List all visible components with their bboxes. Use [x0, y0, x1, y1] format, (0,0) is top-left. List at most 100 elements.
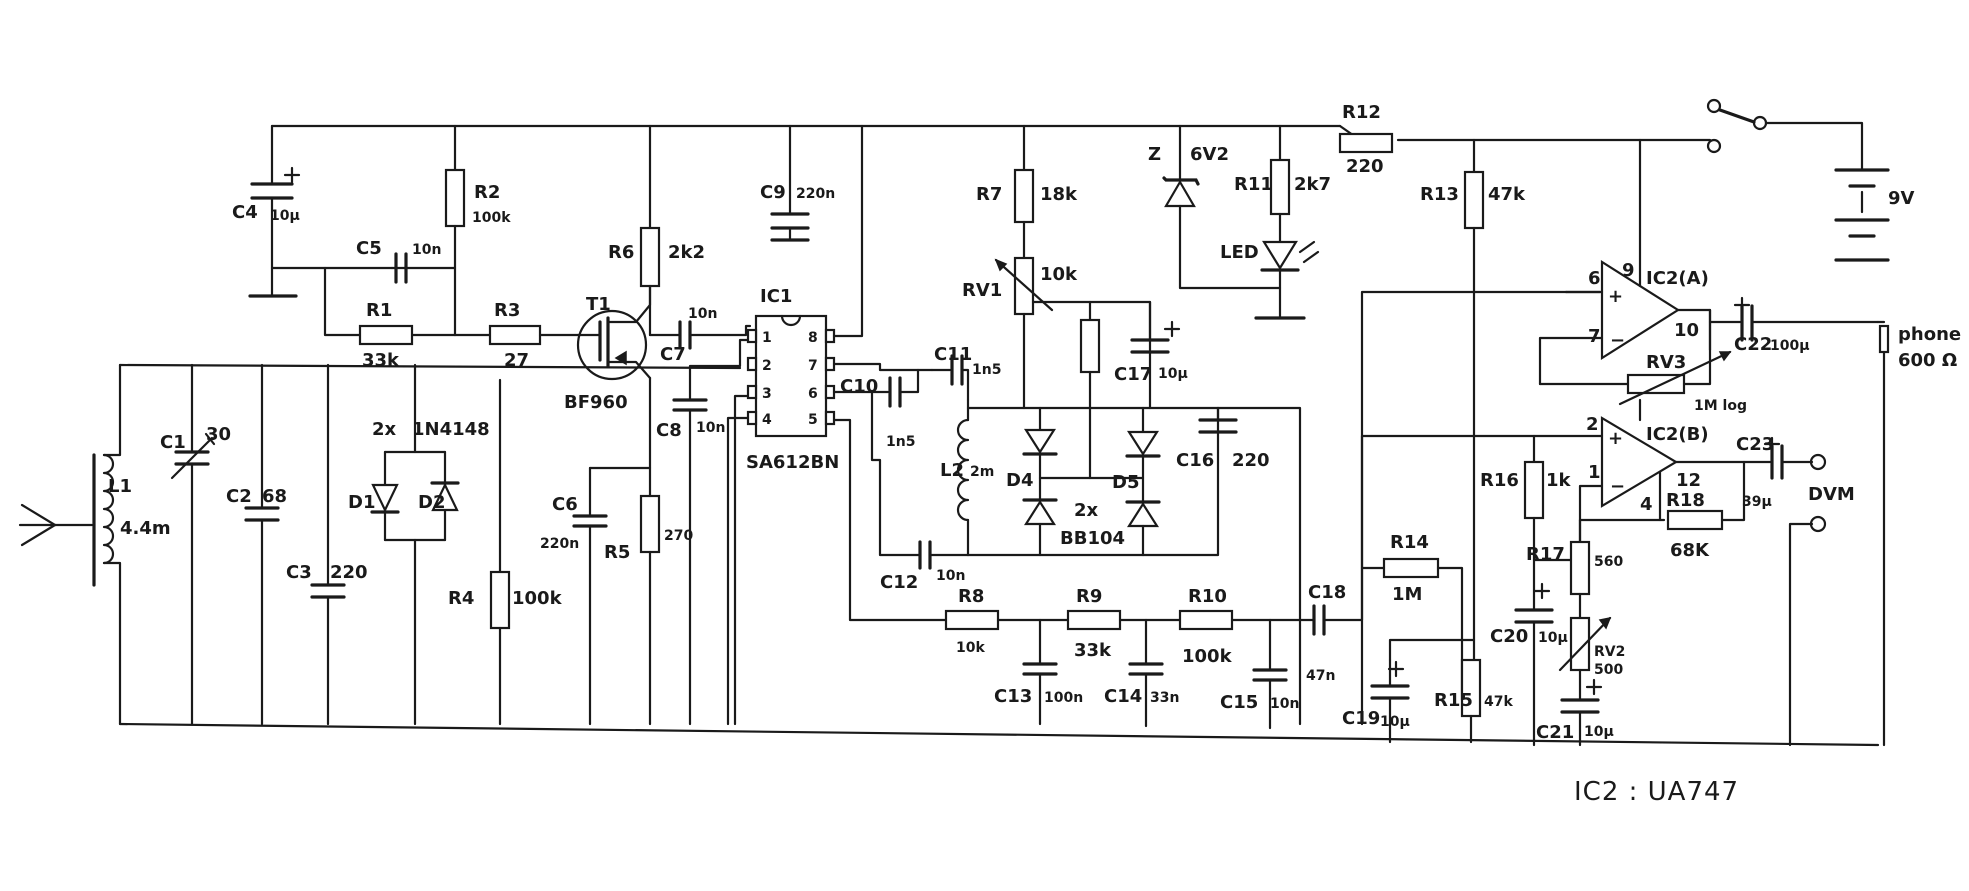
label-c14-value: 33n: [1150, 690, 1179, 706]
label-c11-value: 1n5: [972, 362, 1001, 378]
ic1-pin4-wire: [726, 416, 752, 726]
resistor-r4: [489, 378, 511, 726]
varicap-d4: [1022, 406, 1058, 557]
capacitor-c12: [918, 540, 970, 570]
label-c22: C22: [1734, 334, 1772, 355]
label-r9: R9: [1076, 586, 1102, 607]
label-r12: R12: [1342, 102, 1381, 123]
label-r6-value: 2k2: [668, 242, 705, 263]
label-phone: phone: [1898, 324, 1961, 345]
label-c6-value: 220n: [540, 536, 579, 552]
dvm-terminals: [1788, 453, 1827, 747]
label-r17: R17: [1526, 544, 1565, 565]
capacitor-c6: [572, 466, 608, 726]
label-r15-value: 47k: [1484, 694, 1513, 710]
label-c5-value: 10n: [412, 242, 441, 258]
capacitor-c15: [1252, 618, 1288, 730]
label-r11: R11: [1234, 174, 1273, 195]
c7-wire-right: [688, 324, 752, 337]
label-c2-value: 68: [262, 486, 287, 507]
label-r3-value: 27: [504, 350, 529, 371]
zener-z: [1162, 124, 1282, 290]
label-battery: 9V: [1888, 188, 1915, 209]
label-c7-value: 10n: [688, 306, 717, 322]
label-c11: C11: [934, 344, 972, 365]
resistor-varicap-bias: [1079, 300, 1101, 480]
label-c6: C6: [552, 494, 578, 515]
ic1-pin4: 4: [762, 412, 772, 428]
ic1-pin5: 5: [808, 412, 818, 428]
label-c3-value: 220: [330, 562, 368, 583]
opamp-a-pin6: 6: [1588, 268, 1601, 289]
power-switch: [1706, 98, 1864, 172]
label-c7: C7: [660, 344, 686, 365]
label-r13: R13: [1420, 184, 1459, 205]
capacitor-c16: [1198, 406, 1238, 434]
label-r3: R3: [494, 300, 520, 321]
label-phone-impedance: 600 Ω: [1898, 350, 1957, 371]
label-r11-value: 2k7: [1294, 174, 1331, 195]
label-c21-value: 10µ: [1584, 724, 1614, 740]
capacitor-c4: [248, 124, 301, 298]
label-r16-value: 1k: [1546, 470, 1572, 491]
label-rv2-value: 500: [1594, 662, 1623, 678]
label-rv1: RV1: [962, 280, 1002, 301]
label-c9: C9: [760, 182, 786, 203]
capacitor-c14: [1128, 618, 1164, 728]
resistor-r18: [1666, 509, 1724, 531]
label-c9-value: 220n: [796, 186, 835, 202]
capacitor-c13: [1022, 618, 1058, 726]
label-c15: C15: [1220, 692, 1258, 713]
r14-wire-right: [1436, 566, 1464, 702]
label-c15-value: 10n: [1270, 696, 1299, 712]
label-d2: D2: [418, 492, 445, 513]
label-d12-type: 1N4148: [412, 419, 490, 440]
label-r14: R14: [1390, 532, 1429, 553]
resistor-r5: [639, 466, 661, 726]
label-c2: C2: [226, 486, 252, 507]
capacitor-c22: [1708, 296, 1880, 342]
label-d45-count: 2x: [1074, 500, 1099, 521]
r18-wire-right: [1720, 460, 1746, 522]
label-r5: R5: [604, 542, 630, 563]
opamp-a-pin9: 9: [1622, 260, 1635, 281]
resistor-r12: [1338, 132, 1394, 154]
resistor-r13: [1463, 138, 1485, 662]
phone-jack: [1876, 320, 1890, 747]
potentiometer-rv2: [1558, 616, 1612, 702]
opamp-b-pin4: 4: [1640, 494, 1653, 515]
label-c14: C14: [1104, 686, 1142, 707]
label-r1-value: 33k: [362, 350, 400, 371]
label-c1-value: 30: [206, 424, 231, 445]
label-c21: C21: [1536, 722, 1574, 743]
label-c16: C16: [1176, 450, 1214, 471]
label-r13-value: 47k: [1488, 184, 1526, 205]
label-t1: T1: [586, 294, 611, 315]
opamp-b-pin2: 2: [1586, 414, 1599, 435]
led: [1254, 240, 1320, 320]
resistor-r11: [1269, 124, 1291, 244]
capacitor-c3: [310, 363, 346, 726]
label-r17-value: 560: [1594, 554, 1623, 570]
label-c10: C10: [840, 376, 878, 397]
label-rv2: RV2: [1594, 644, 1625, 660]
label-c13: C13: [994, 686, 1032, 707]
label-c4: C4: [232, 202, 258, 223]
oscillator-top-wire: [966, 406, 1302, 726]
label-z-value: 6V2: [1190, 144, 1229, 165]
inductor-l2: [956, 398, 970, 557]
top-supply-rail: [270, 124, 1712, 142]
capacitor-c11: [930, 354, 970, 402]
label-c8: C8: [656, 420, 682, 441]
ic1-pin8: 8: [808, 330, 818, 346]
label-c1: C1: [160, 432, 186, 453]
label-r12-value: 220: [1346, 156, 1384, 177]
label-r18: R18: [1666, 490, 1705, 511]
label-c4-value: 10µ: [270, 208, 300, 224]
capacitor-c17: [1130, 300, 1181, 410]
ground-rail: [118, 722, 1880, 747]
svg-text:−: −: [1610, 330, 1625, 351]
capacitor-c10: [870, 368, 920, 408]
oscillator-bottom-wire: [966, 406, 1220, 557]
label-c17: C17: [1114, 364, 1152, 385]
